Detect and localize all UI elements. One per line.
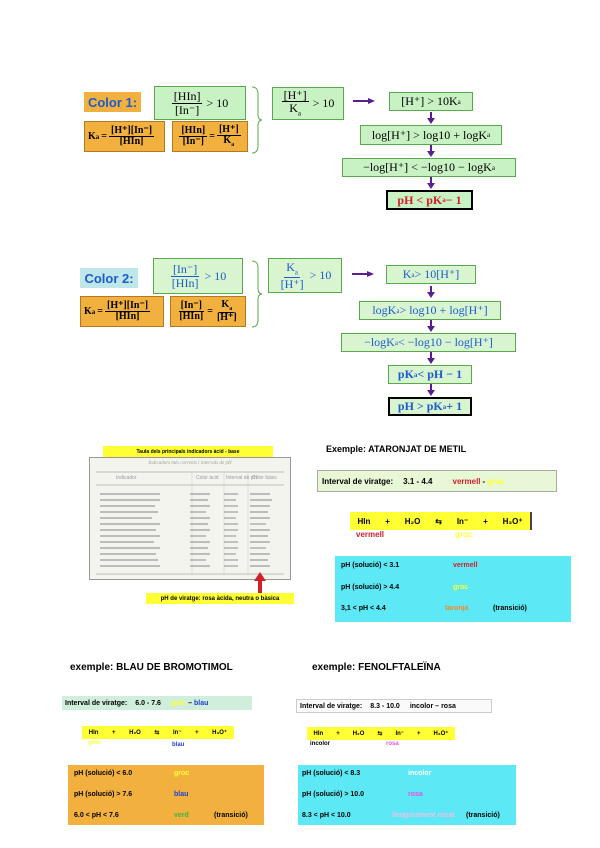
bromotimol-row-1: pH (solució) < 6.0 groc — [74, 770, 132, 777]
table-callout-arrow — [254, 572, 266, 594]
bromotimol-row-3: 6.0 < pH < 7.6 verd (transició) — [74, 812, 260, 819]
bromotimol-title: exemple: BLAU DE BROMOTIMOL — [70, 662, 290, 673]
table-inner-title: Indicadors més corrents i intervals de p… — [90, 461, 290, 466]
metil-interval-box: Interval de viratge: 3.1 - 4.4 vermell -… — [317, 470, 557, 492]
metil-eq-below-hin: vermell — [356, 530, 384, 539]
color2-down-arrow-1 — [427, 286, 435, 298]
fenolf-conditions-box: pH (solució) < 8.3 incolor pH (solució) … — [298, 765, 516, 825]
bromotimol-row-2: pH (solució) > 7.6 blau — [74, 791, 132, 798]
color2-bracket — [250, 260, 264, 328]
metil-row-1: pH (solució) < 3.1 vermell — [341, 562, 399, 569]
color1-label-text: Color 1: — [88, 95, 137, 110]
bromotimol-interval-box: Interval de viratge: 6.0 - 7.6 groc – bl… — [62, 696, 252, 710]
metil-conditions-box: pH (solució) < 3.1 vermell pH (solució) … — [335, 556, 571, 622]
fenolf-row-1: pH (solució) < 8.3 incolor — [302, 770, 360, 777]
color2-label: Color 2: — [80, 268, 138, 288]
color2-down-arrow-3 — [427, 352, 435, 364]
metil-title: Exemple: ATARONJAT DE METIL — [326, 444, 546, 454]
color1-right-arrow — [353, 98, 375, 104]
color2-right-arrow — [352, 271, 374, 277]
color1-fraction-box: [H⁺] Ka > 10 — [272, 87, 344, 120]
color1-condition: [HIn] [In⁻] > 10 — [154, 86, 246, 120]
color1-label: Color 1: — [84, 92, 141, 112]
metil-equation: HIn + H₂O ⇆ In⁻ + H₃O⁺ — [350, 512, 532, 530]
table-row-lines — [100, 490, 282, 572]
fenolf-eq-below-in: rosa — [386, 741, 399, 747]
table-callout: pH de viratge: rosa àcida, neutra o bàsi… — [146, 593, 294, 604]
color1-down-arrow-2 — [427, 145, 435, 157]
table-header-row: Indicador Color àcid Interval de pH Colo… — [96, 475, 284, 483]
color2-ratio-expression: [In⁻] [HIn] = Ka [H⁺] — [170, 296, 246, 327]
fenolf-interval-box: Interval de viratge: 8.3 - 10.0 incolor … — [296, 699, 492, 713]
bromotimol-equation: HIn + H₂O ⇆ In⁻ + H₃O⁺ — [82, 726, 234, 739]
color1-ratio-expression: [HIn] [In⁻] = [H⁺] Ka — [172, 121, 248, 152]
metil-row-3: 3,1 < pH < 4.4 taronja (transició) — [341, 605, 565, 612]
fenolf-eq-below-hin: incolor — [310, 741, 330, 747]
color2-down-arrow-2 — [427, 320, 435, 332]
color1-down-arrow-3 — [427, 177, 435, 189]
color1-cond-frac: [HIn] [In⁻] — [172, 90, 203, 116]
bromotimol-eq-below-in: blau — [172, 742, 184, 748]
fenolf-row-3: 8.3 < pH < 10.0 lleugerament rosat (tran… — [302, 812, 514, 819]
metil-eq-below-in: groc — [455, 530, 472, 539]
color2-fraction-box: Ka [H⁺] > 10 — [268, 258, 342, 293]
bromotimol-eq-below-hin: groc — [88, 740, 101, 746]
fenolf-row-2: pH (solució) > 10.0 rosa — [302, 791, 364, 798]
fenolf-equation: HIn + H₂O ⇆ In⁻ + H₃O⁺ — [307, 727, 455, 740]
metil-row-2: pH (solució) > 4.4 groc — [341, 584, 399, 591]
indicator-table-image: Indicadors més corrents i intervals de p… — [89, 457, 291, 580]
color2-down-arrow-4 — [427, 384, 435, 396]
color1-down-arrow-1 — [427, 112, 435, 124]
table-caption: Taula dels principals indicadors àcid - … — [103, 446, 273, 457]
fenolf-title: exemple: FENOLFTALEÏNA — [312, 662, 512, 673]
bromotimol-conditions-box: pH (solució) < 6.0 groc pH (solució) > 7… — [68, 765, 264, 825]
color1-bracket — [250, 86, 264, 154]
color2-condition: [In⁻] [HIn] > 10 — [153, 258, 243, 294]
